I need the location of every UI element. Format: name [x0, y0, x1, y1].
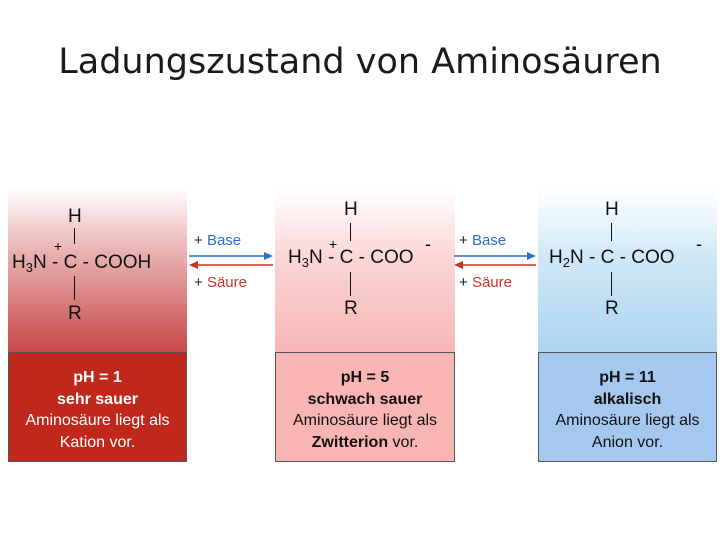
acidity-state: sehr sauer: [57, 390, 138, 408]
carboxyl-charge: -: [425, 234, 431, 254]
equilibrium-arrow-icon: [189, 252, 273, 269]
charge-form-line: Anion vor.: [591, 433, 664, 451]
acidity-state: alkalisch: [593, 390, 662, 408]
acid-label: + Säure: [194, 274, 247, 291]
charge-form-line: Zwitterion vor.: [311, 433, 419, 451]
zwitterion-column: H + H3N - C - COO - R pH = 5 schwach sau…: [275, 188, 455, 462]
hydrogen-top: H: [344, 199, 358, 220]
acidity-state: schwach sauer: [307, 390, 423, 408]
amine-charge: +: [329, 236, 338, 252]
amine-group: H2N - C - COO: [549, 247, 675, 270]
ph-value: pH = 5: [340, 369, 390, 386]
equilibrium-arrows-1: + Base + Säure: [187, 228, 275, 298]
r-group: R: [344, 298, 358, 319]
bond-top: [74, 228, 76, 244]
ph1-info-box: pH = 1 sehr sauer Aminosäure liegt als K…: [8, 352, 187, 462]
zwitterion-structure: H + H3N - C - COO - R: [275, 188, 455, 350]
r-group: R: [68, 303, 82, 324]
ph-value: pH = 1: [73, 369, 122, 386]
equilibrium-arrow-icon: [454, 252, 536, 269]
amine-group: H3N - C - COO: [288, 247, 414, 270]
cation-structure: H + H3N - C - COOH R: [8, 188, 187, 350]
amine-group: H3N - C - COOH: [12, 252, 152, 275]
bond-top: [350, 223, 352, 241]
ph5-info-box: pH = 5 schwach sauer Aminosäure liegt al…: [275, 352, 455, 462]
hydrogen-top: H: [605, 199, 619, 220]
base-label: + Base: [194, 232, 242, 249]
cation-column: H + H3N - C - COOH R pH = 1 sehr sauer A…: [8, 188, 187, 462]
amine-charge: +: [54, 238, 63, 254]
carboxyl-charge: -: [696, 234, 702, 254]
anion-structure: H H2N - C - COO - R: [538, 188, 717, 350]
charge-form-line: Kation vor.: [59, 433, 136, 451]
hydrogen-top: H: [68, 206, 82, 227]
anion-column: H H2N - C - COO - R pH = 11 alkalisch Am…: [538, 188, 717, 462]
description-line: Aminosäure liegt als: [292, 412, 438, 429]
ph-value: pH = 11: [599, 369, 656, 386]
description-line: Aminosäure liegt als: [25, 412, 170, 429]
bond-bottom: [611, 272, 613, 296]
ph11-info-box: pH = 11 alkalisch Aminosäure liegt als A…: [538, 352, 717, 462]
bond-bottom: [74, 276, 76, 300]
r-group: R: [605, 298, 619, 319]
slide-title: Ladungszustand von Aminosäuren: [58, 42, 662, 82]
zwitterion-word: Zwitterion: [311, 433, 389, 451]
equilibrium-arrows-2: + Base + Säure: [452, 228, 540, 298]
base-label: + Base: [459, 232, 507, 249]
acid-label: + Säure: [459, 274, 512, 291]
bond-bottom: [350, 272, 352, 296]
description-line: Aminosäure liegt als: [555, 412, 700, 429]
bond-top: [611, 223, 613, 241]
